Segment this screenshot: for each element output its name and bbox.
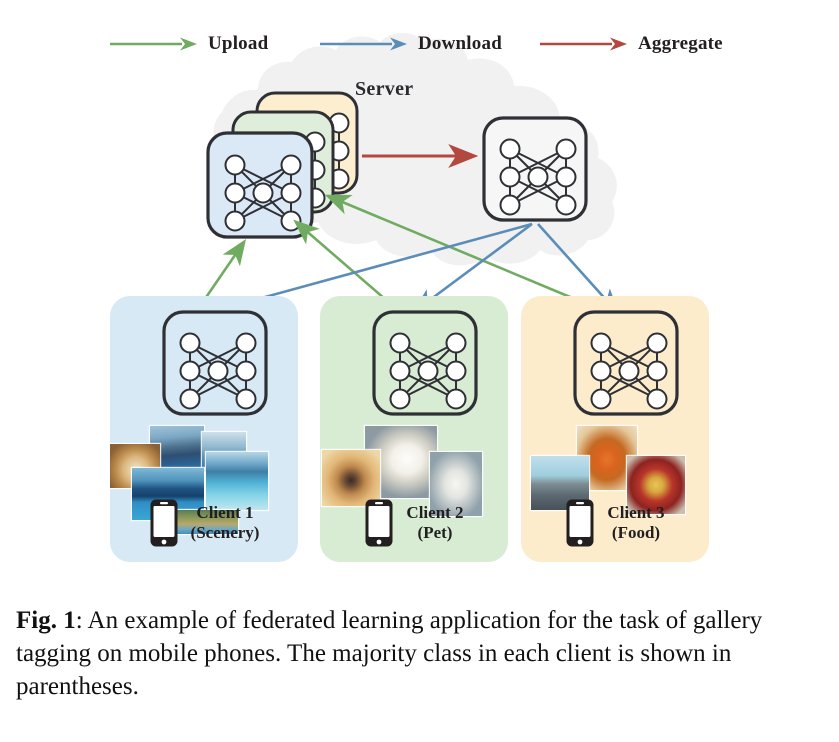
client-3-footer: Client 3 (Food) (521, 498, 709, 548)
legend-label-upload: Upload (208, 33, 269, 54)
legend-label-download: Download (418, 33, 502, 54)
neural-network-icon (573, 310, 679, 416)
client-3-text: Client 3 (Food) (607, 503, 664, 543)
arrow-right-icon (320, 37, 407, 51)
client-3-name: Client 3 (607, 502, 665, 522)
arrow-right-icon (540, 37, 627, 51)
client-2-majority-class: (Pet) (417, 523, 453, 542)
caption-separator: : (75, 607, 88, 634)
client-1-name: Client 1 (196, 502, 254, 522)
client-3-gallery[interactable] (521, 426, 709, 544)
figure-caption: Fig. 1: An example of federated learning… (16, 604, 826, 703)
figure-number: Fig. 1 (16, 607, 76, 634)
client-1-text: Client 1 (Scenery) (191, 503, 260, 543)
legend-item-upload[interactable]: Upload (110, 26, 268, 62)
client-2-text: Client 2 (Pet) (406, 503, 463, 543)
neural-network-icon (372, 310, 478, 416)
legend: Upload Download Aggregate (0, 26, 839, 62)
photo-golden-dog (322, 450, 380, 506)
mobile-phone-icon (150, 499, 178, 547)
mobile-phone-icon (365, 499, 393, 547)
photo-samoyed-dog (430, 452, 482, 516)
arrow-right-icon (110, 37, 197, 51)
legend-item-download[interactable]: Download (320, 26, 502, 62)
client-2-footer: Client 2 (Pet) (320, 498, 508, 548)
legend-label-aggregate: Aggregate (638, 33, 723, 54)
client-panel-3[interactable]: Client 3 (Food) (521, 296, 709, 562)
client-2-name: Client 2 (406, 502, 464, 522)
model-card-front (206, 131, 314, 239)
mobile-phone-icon (566, 499, 594, 547)
client-panel-1[interactable]: Client 1 (Scenery) (110, 296, 298, 562)
client-panel-2[interactable]: Client 2 (Pet) (320, 296, 508, 562)
photo-lagoon (206, 452, 268, 510)
legend-item-aggregate[interactable]: Aggregate (540, 26, 723, 62)
client-2-gallery[interactable] (320, 426, 508, 544)
neural-network-icon (162, 310, 268, 416)
client-1-majority-class: (Scenery) (190, 523, 260, 542)
photo-stew-bowl (627, 456, 685, 514)
client-1-footer: Client 1 (Scenery) (110, 498, 298, 548)
client-3-majority-class: (Food) (611, 523, 661, 542)
server-label: Server (355, 78, 414, 100)
upload-arrow-client-3 (324, 194, 607, 314)
caption-body: An example of federated learning applica… (16, 607, 763, 700)
global-model-card (482, 116, 588, 222)
